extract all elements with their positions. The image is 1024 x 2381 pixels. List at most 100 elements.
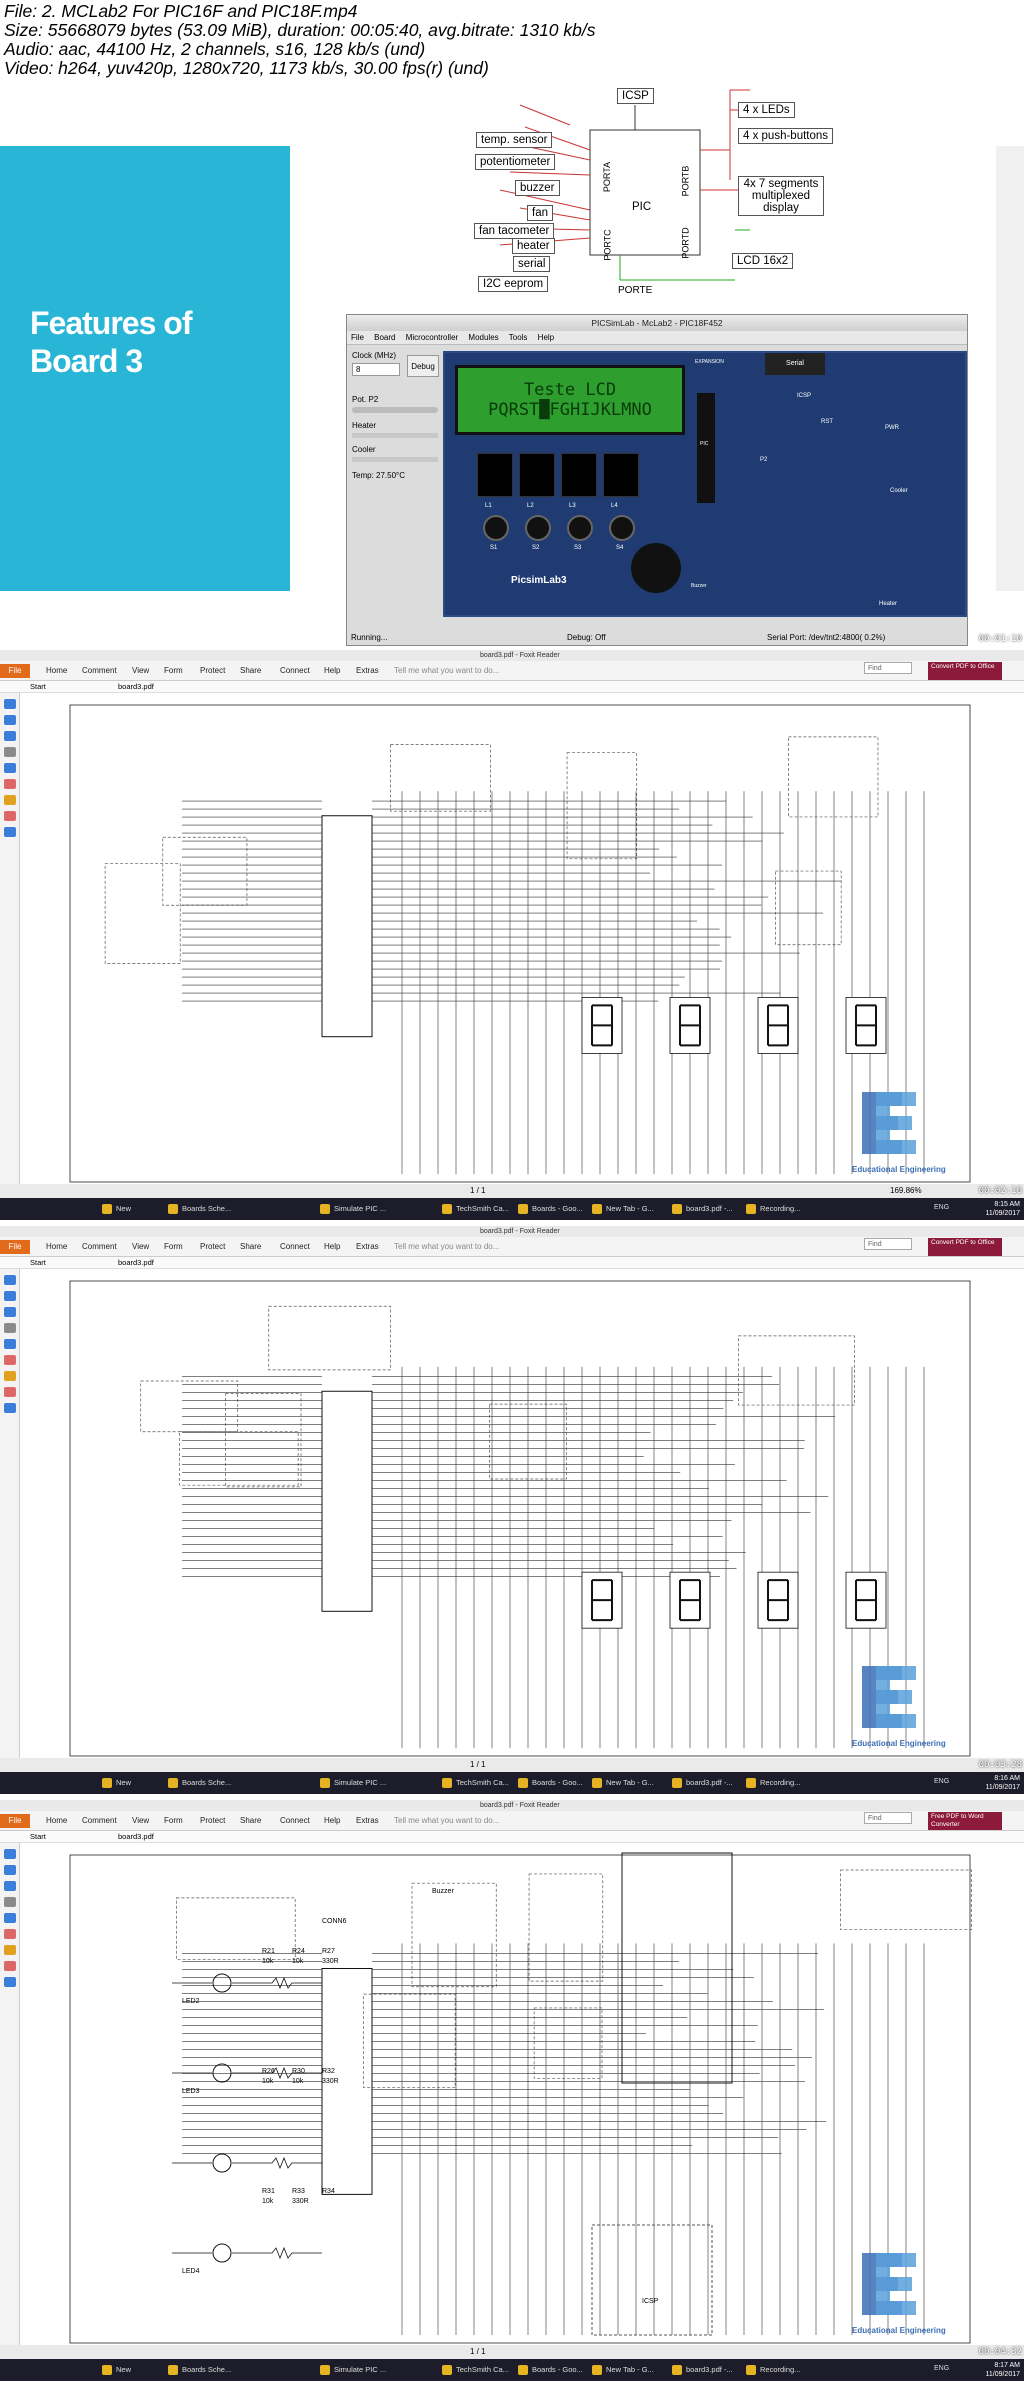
sidebar-tool-icon[interactable]: [4, 747, 16, 757]
ribbon-tab-protect[interactable]: Protect: [200, 1242, 226, 1251]
sidebar-tool-icon[interactable]: [4, 1387, 16, 1397]
taskbar-item[interactable]: Boards Sche...: [166, 1201, 231, 1217]
taskbar-item[interactable]: board3.pdf -...: [670, 1201, 733, 1217]
ribbon-tab-home[interactable]: Home: [46, 1242, 68, 1251]
ribbon-tab-extras[interactable]: Extras: [356, 1242, 379, 1251]
taskbar-item[interactable]: Recording...: [744, 1775, 800, 1791]
convert-banner[interactable]: Convert PDF to Office: [928, 1238, 1002, 1256]
ribbon-tab-comment[interactable]: Comment: [82, 666, 117, 675]
ribbon-tab-file[interactable]: File: [0, 1814, 30, 1828]
ribbon-tab-file[interactable]: File: [0, 1240, 30, 1254]
taskbar-item[interactable]: Simulate PIC ...: [318, 2362, 386, 2378]
convert-banner[interactable]: Convert PDF to Office: [928, 662, 1002, 680]
ribbon-tab-extras[interactable]: Extras: [356, 666, 379, 675]
taskbar-item[interactable]: Boards Sche...: [166, 2362, 231, 2378]
sidebar-tool-icon[interactable]: [4, 763, 16, 773]
ribbon-tab-home[interactable]: Home: [46, 666, 68, 675]
button-s3[interactable]: [567, 515, 593, 541]
taskbar-item[interactable]: TechSmith Ca...: [440, 2362, 509, 2378]
convert-banner[interactable]: Free PDF to Word Converter: [928, 1812, 1002, 1830]
sidebar-tool-icon[interactable]: [4, 827, 16, 837]
taskbar-item[interactable]: Recording...: [744, 2362, 800, 2378]
taskbar-item[interactable]: New Tab - G...: [590, 1775, 654, 1791]
sidebar-tool-icon[interactable]: [4, 1897, 16, 1907]
ribbon-tab-help[interactable]: Help: [324, 666, 341, 675]
sidebar-tool-icon[interactable]: [4, 1945, 16, 1955]
taskbar-item[interactable]: TechSmith Ca...: [440, 1201, 509, 1217]
page-navigator[interactable]: 1 / 1: [470, 1760, 486, 1769]
sidebar-tool-icon[interactable]: [4, 731, 16, 741]
ribbon-tab-connect[interactable]: Connect: [280, 666, 310, 675]
ribbon-tab-share[interactable]: Share: [240, 1816, 262, 1825]
menu-help[interactable]: Help: [537, 333, 555, 342]
sidebar-tool-icon[interactable]: [4, 1961, 16, 1971]
sidebar-tool-icon[interactable]: [4, 1291, 16, 1301]
ribbon-tab-extras[interactable]: Extras: [356, 1816, 379, 1825]
doc-tab-start[interactable]: Start: [30, 682, 46, 691]
sidebar-tool-icon[interactable]: [4, 779, 16, 789]
ribbon-tab-comment[interactable]: Comment: [82, 1242, 117, 1251]
menu-file[interactable]: File: [351, 333, 364, 342]
button-s2[interactable]: [525, 515, 551, 541]
tell-me-box[interactable]: Tell me what you want to do...: [394, 666, 500, 675]
find-input[interactable]: Find: [864, 1812, 912, 1824]
sidebar-tool-icon[interactable]: [4, 1355, 16, 1365]
tell-me-box[interactable]: Tell me what you want to do...: [394, 1816, 500, 1825]
sidebar-tool-icon[interactable]: [4, 1849, 16, 1859]
taskbar-item[interactable]: New: [100, 1201, 131, 1217]
sidebar-tool-icon[interactable]: [4, 1307, 16, 1317]
sidebar-tool-icon[interactable]: [4, 699, 16, 709]
menu-board[interactable]: Board: [374, 333, 396, 342]
taskbar-item[interactable]: Boards - Goo...: [516, 1201, 583, 1217]
sidebar-tool-icon[interactable]: [4, 795, 16, 805]
taskbar-item[interactable]: Simulate PIC ...: [318, 1201, 386, 1217]
ribbon-tab-file[interactable]: File: [0, 664, 30, 678]
sidebar-tool-icon[interactable]: [4, 1929, 16, 1939]
menu-modules[interactable]: Modules: [468, 333, 499, 342]
sidebar-tool-icon[interactable]: [4, 1339, 16, 1349]
doc-tab-board3[interactable]: board3.pdf: [118, 1258, 154, 1267]
taskbar-item[interactable]: Simulate PIC ...: [318, 1775, 386, 1791]
ribbon-tab-connect[interactable]: Connect: [280, 1242, 310, 1251]
sidebar-tool-icon[interactable]: [4, 1913, 16, 1923]
taskbar-item[interactable]: New Tab - G...: [590, 1201, 654, 1217]
doc-tab-start[interactable]: Start: [30, 1258, 46, 1267]
ribbon-tab-protect[interactable]: Protect: [200, 666, 226, 675]
ribbon-tab-view[interactable]: View: [132, 1242, 150, 1251]
page-navigator[interactable]: 1 / 1: [470, 2347, 486, 2356]
menu-microcontroller[interactable]: Microcontroller: [405, 333, 459, 342]
sidebar-tool-icon[interactable]: [4, 1881, 16, 1891]
doc-tab-start[interactable]: Start: [30, 1832, 46, 1841]
ribbon-tab-home[interactable]: Home: [46, 1816, 68, 1825]
ribbon-tab-share[interactable]: Share: [240, 666, 262, 675]
doc-tab-board3[interactable]: board3.pdf: [118, 682, 154, 691]
taskbar-item[interactable]: Boards - Goo...: [516, 2362, 583, 2378]
ribbon-tab-view[interactable]: View: [132, 1816, 150, 1825]
ribbon-tab-protect[interactable]: Protect: [200, 1816, 226, 1825]
sidebar-tool-icon[interactable]: [4, 1323, 16, 1333]
zoom-level[interactable]: 169.86%: [890, 1186, 922, 1195]
tell-me-box[interactable]: Tell me what you want to do...: [394, 1242, 500, 1251]
clock-select[interactable]: 8: [352, 363, 400, 376]
button-s4[interactable]: [609, 515, 635, 541]
taskbar-item[interactable]: Recording...: [744, 1201, 800, 1217]
taskbar-item[interactable]: Boards - Goo...: [516, 1775, 583, 1791]
ribbon-tab-comment[interactable]: Comment: [82, 1816, 117, 1825]
ribbon-tab-share[interactable]: Share: [240, 1242, 262, 1251]
pot-slider[interactable]: [352, 407, 438, 413]
ribbon-tab-view[interactable]: View: [132, 666, 150, 675]
ribbon-tab-connect[interactable]: Connect: [280, 1816, 310, 1825]
taskbar-item[interactable]: New Tab - G...: [590, 2362, 654, 2378]
sidebar-tool-icon[interactable]: [4, 1977, 16, 1987]
taskbar-item[interactable]: Boards Sche...: [166, 1775, 231, 1791]
ribbon-tab-form[interactable]: Form: [164, 1816, 183, 1825]
sidebar-tool-icon[interactable]: [4, 1403, 16, 1413]
menu-tools[interactable]: Tools: [508, 333, 528, 342]
sidebar-tool-icon[interactable]: [4, 1371, 16, 1381]
sidebar-tool-icon[interactable]: [4, 715, 16, 725]
sidebar-tool-icon[interactable]: [4, 811, 16, 821]
taskbar-item[interactable]: New: [100, 2362, 131, 2378]
ribbon-tab-help[interactable]: Help: [324, 1242, 341, 1251]
doc-tab-board3[interactable]: board3.pdf: [118, 1832, 154, 1841]
taskbar-item[interactable]: TechSmith Ca...: [440, 1775, 509, 1791]
